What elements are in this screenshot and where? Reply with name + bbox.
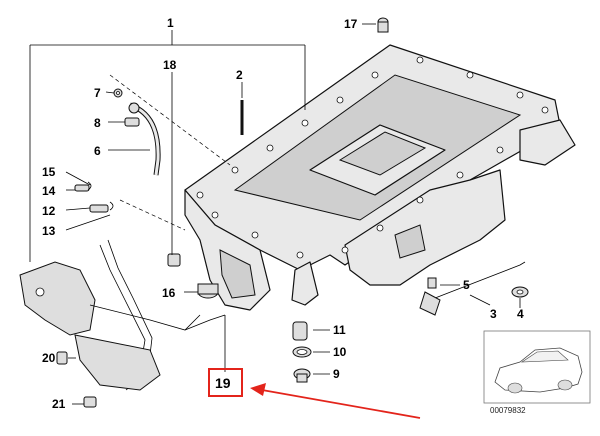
vehicle-thumbnail: 00079832 xyxy=(483,330,591,415)
callout-12: 12 xyxy=(42,204,56,218)
callout-21: 21 xyxy=(52,397,66,411)
small-nut-drawing xyxy=(113,88,123,98)
sealing-ring-drawing xyxy=(292,346,312,358)
callout-11: 11 xyxy=(333,323,346,337)
callout-17: 17 xyxy=(344,17,358,31)
callout-10: 10 xyxy=(333,345,347,359)
callout-20: 20 xyxy=(42,351,56,365)
bushing-drawing xyxy=(197,283,219,299)
callout-14: 14 xyxy=(42,184,56,198)
part-19-highlight: 19 xyxy=(208,368,421,419)
sleeve-drawing xyxy=(167,253,181,267)
hex-bolt-drawing xyxy=(427,277,437,289)
callout-13: 13 xyxy=(42,224,56,238)
oil-pan-drawing xyxy=(184,44,576,311)
arrow-head-icon xyxy=(250,383,266,396)
callout-labels: 1 18 2 17 7 8 6 15 14 12 13 16 11 10 9 5… xyxy=(42,16,524,411)
callout-4: 4 xyxy=(517,307,524,321)
drain-plug-drawing xyxy=(293,368,311,383)
pins-drawing xyxy=(74,181,114,213)
callout-8: 8 xyxy=(94,116,101,130)
small-bolt-drawing xyxy=(124,117,140,127)
callout-7: 7 xyxy=(94,86,101,100)
callout-15: 15 xyxy=(42,165,56,179)
dipstick-tube-drawing xyxy=(128,102,161,176)
callout-3: 3 xyxy=(490,307,497,321)
highlight-box xyxy=(208,368,243,397)
callout-16: 16 xyxy=(162,286,176,300)
highlight-arrow-shaft xyxy=(261,389,421,419)
callout-19: 19 xyxy=(215,375,231,391)
callout-18: 18 xyxy=(163,58,177,72)
front-cover-gasket-drawing xyxy=(19,239,226,391)
callout-6: 6 xyxy=(94,144,101,158)
callout-5: 5 xyxy=(463,278,470,292)
bolts-20-21-drawing xyxy=(56,351,97,408)
top-plug-drawing xyxy=(377,17,389,33)
callout-2: 2 xyxy=(236,68,243,82)
washer-drawing xyxy=(511,286,529,298)
bracket-rod-drawing xyxy=(419,261,526,316)
plug-drawing xyxy=(292,321,308,341)
car-icon xyxy=(494,347,583,394)
thumbnail-ref-number: 00079832 xyxy=(490,406,526,415)
callout-1: 1 xyxy=(167,16,174,30)
leader-lines xyxy=(29,23,521,405)
callout-9: 9 xyxy=(333,367,340,381)
